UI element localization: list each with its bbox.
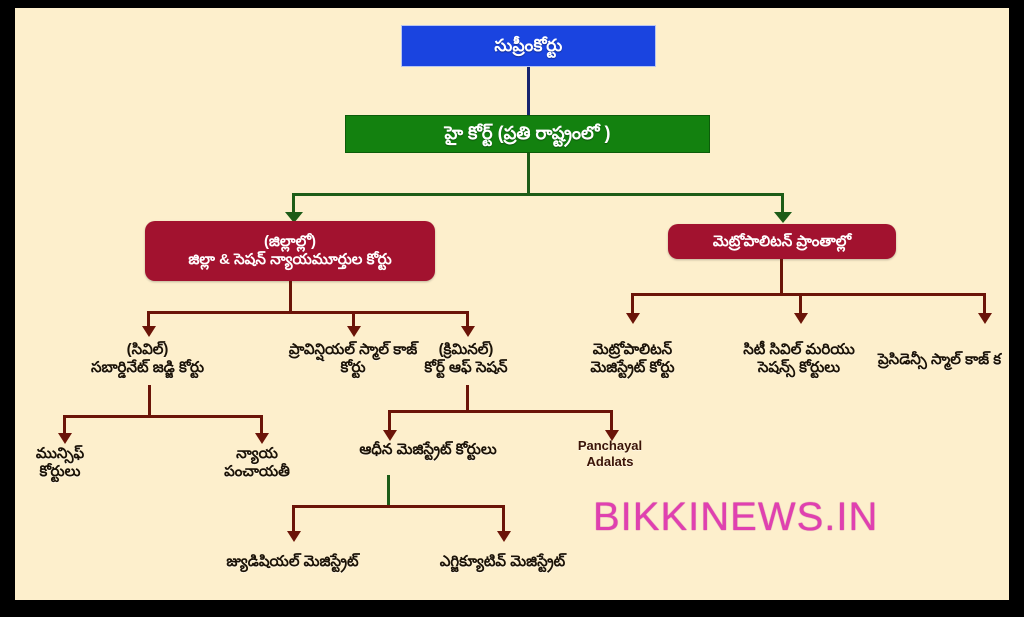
connector-submagistrate-drop-executive	[502, 505, 505, 533]
arrowhead-to-executive-magistrate	[497, 531, 511, 542]
diagram-canvas: సుప్రీంకోర్టు హై కోర్ట్ (ప్రతి రాష్ట్రంల…	[15, 8, 1009, 600]
connector-civil-drop-munsiff	[63, 415, 66, 435]
connector-criminal-bus	[388, 410, 613, 413]
node-city-civil-line1: సిటీ సివిల్ మరియు	[743, 341, 855, 358]
node-civil-subordinate-judge-court: (సివిల్) సబార్డినేట్ జడ్జి కోర్టు	[45, 341, 250, 377]
connector-submagistrate-stem	[387, 475, 390, 507]
arrowhead-to-criminal-session	[461, 326, 475, 337]
connector-district-stem	[289, 281, 292, 314]
node-district-line2: జిల్లా & సెషన్ న్యాయమూర్తుల కోర్టు	[188, 251, 392, 268]
node-provincial-line2: కోర్టు	[340, 359, 366, 376]
connector-district-drop-provincial	[352, 311, 355, 328]
node-subordinate-magistrate-courts: ఆధీన మెజిస్ట్రేట్ కోర్టులు	[313, 441, 543, 459]
node-executive-magistrate: ఎగ్జిక్యూటివ్ మెజిస్ట్రేట్	[400, 553, 605, 571]
node-criminal-court-of-session: (క్రిమినల్) కోర్ట్ ఆఫ్ సెషన్	[391, 341, 541, 377]
node-city-civil-and-sessions-courts: సిటీ సివిల్ మరియు సెషన్స్ కోర్టులు	[721, 341, 877, 377]
node-civil-subordinate-line1: (సివిల్)	[126, 341, 169, 358]
watermark-bikkinews: BIKKINEWS.IN	[593, 495, 878, 540]
arrowhead-to-subordinate-magistrate-courts	[383, 430, 397, 441]
connector-criminal-stem	[466, 385, 469, 413]
arrowhead-to-judicial-magistrate	[287, 531, 301, 542]
node-criminal-line1: (క్రిమినల్)	[438, 341, 494, 358]
connector-civil-bus	[63, 415, 263, 418]
arrowhead-to-panchayal-adalats	[605, 430, 619, 441]
arrowhead-to-presidency-small-cause	[978, 313, 992, 324]
node-executive-magistrate-label: ఎగ్జిక్యూటివ్ మెజిస్ట్రేట్	[439, 553, 566, 570]
connector-district-drop-civil	[147, 311, 150, 328]
connector-high-stem	[527, 153, 530, 193]
connector-supreme-to-high	[527, 67, 530, 115]
node-panchayal-adalats: Panchayal Adalats	[555, 438, 665, 470]
node-munsiff-line1: మున్సిఫ్	[35, 445, 85, 462]
connector-criminal-drop-magistrate	[388, 410, 391, 432]
arrowhead-to-civil-subordinate	[142, 326, 156, 337]
node-high-court-label: హై కోర్ట్ (ప్రతి రాష్ట్రంలో )	[444, 123, 611, 144]
node-munsiff-courts: మున్సిఫ్ కోర్టులు	[15, 445, 110, 481]
node-high-court: హై కోర్ట్ (ప్రతి రాష్ట్రంలో )	[345, 115, 710, 153]
node-munsiff-line2: కోర్టులు	[39, 463, 81, 480]
node-judicial-magistrate-label: జ్యుడిషియల్ మెజిస్ట్రేట్	[226, 553, 359, 570]
node-metropolitan-areas-label: మెట్రోపాలిటన్ ప్రాంతాల్లో	[712, 232, 852, 250]
node-supreme-court-label: సుప్రీంకోర్టు	[494, 35, 563, 55]
connector-metro-drop-citycivil	[799, 293, 802, 315]
watermark-text: BIKKINEWS.IN	[593, 495, 879, 539]
node-nyaya-line2: పంచాయతీ	[224, 463, 290, 480]
connector-metro-bus	[631, 293, 986, 296]
arrowhead-to-munsiff-courts	[58, 433, 72, 444]
arrowhead-to-provincial-small-cause	[347, 326, 361, 337]
connector-district-bus	[147, 311, 469, 314]
node-nyaya-panchayat: న్యాయ పంచాయతీ	[207, 445, 307, 481]
connector-high-right-drop	[781, 193, 784, 214]
node-supreme-court: సుప్రీంకోర్టు	[401, 25, 656, 67]
node-presidency-label: ప్రెసిడెన్సీ స్మాల్ కాజ్ క	[878, 351, 1002, 368]
arrowhead-to-district	[285, 212, 303, 223]
connector-district-drop-criminal	[466, 311, 469, 328]
node-metropolitan-magistrate-court: మెట్రోపాలిటన్ మెజిస్ట్రేట్ కోర్టు	[560, 341, 705, 377]
connector-criminal-drop-adalats	[610, 410, 613, 432]
connector-high-bus	[292, 193, 784, 196]
connector-civil-stem	[148, 385, 151, 418]
connector-submagistrate-bus	[292, 505, 505, 508]
node-civil-subordinate-line2: సబార్డినేట్ జడ్జి కోర్టు	[90, 359, 205, 376]
node-district-session-courts: (జిల్లాల్లో) జిల్లా & సెషన్ న్యాయమూర్తుల…	[145, 221, 435, 281]
arrowhead-to-metropolitan	[774, 212, 792, 223]
node-provincial-small-cause-court: ప్రావిన్షియల్ స్మాల్ కాజ్ కోర్టు	[267, 341, 439, 377]
node-panchayal-line2: Adalats	[586, 453, 634, 469]
node-metro-magistrate-line1: మెట్రోపాలిటన్	[592, 341, 673, 358]
node-metro-magistrate-line2: మెజిస్ట్రేట్ కోర్టు	[590, 359, 675, 376]
node-presidency-small-cause-court: ప్రెసిడెన్సీ స్మాల్ కాజ్ క	[878, 351, 1009, 369]
node-judicial-magistrate: జ్యుడిషియల్ మెజిస్ట్రేట్	[190, 553, 395, 571]
connector-metro-drop-magistrate	[631, 293, 634, 315]
arrowhead-to-city-civil	[794, 313, 808, 324]
connector-submagistrate-drop-judicial	[292, 505, 295, 533]
node-metropolitan-areas: మెట్రోపాలిటన్ ప్రాంతాల్లో	[668, 224, 896, 259]
connector-metro-drop-presidency	[983, 293, 986, 315]
connector-high-left-drop	[292, 193, 295, 214]
node-panchayal-line1: Panchayal	[577, 438, 643, 453]
node-criminal-line2: కోర్ట్ ఆఫ్ సెషన్	[424, 359, 508, 376]
node-city-civil-line2: సెషన్స్ కోర్టులు	[757, 359, 841, 376]
arrowhead-to-nyaya-panchayat	[255, 433, 269, 444]
node-nyaya-line1: న్యాయ	[236, 445, 278, 462]
node-subordinate-magistrate-label: ఆధీన మెజిస్ట్రేట్ కోర్టులు	[359, 441, 497, 458]
connector-metro-stem	[780, 259, 783, 295]
arrowhead-to-metro-magistrate	[626, 313, 640, 324]
node-district-line1: (జిల్లాల్లో)	[263, 233, 317, 251]
connector-civil-drop-nyaya	[260, 415, 263, 435]
node-provincial-line1: ప్రావిన్షియల్ స్మాల్ కాజ్	[288, 341, 418, 358]
